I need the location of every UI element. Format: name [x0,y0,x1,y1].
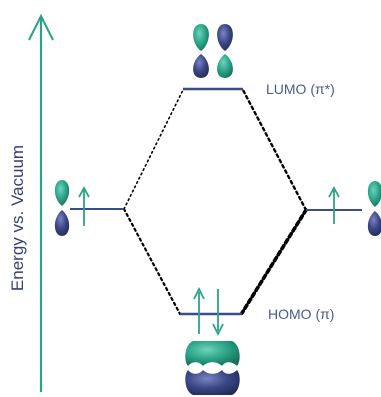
lumo-lobe-top-left [193,24,209,51]
left-p-orbital-lower-lobe [54,210,70,236]
correlation-line-left-lumo [123,89,184,210]
homo-label: HOMO (π) [268,306,334,322]
lumo-orbital: LUMO (π*) [183,24,335,97]
energy-axis-label: Energy vs. Vacuum [8,145,27,291]
homo-electron-down-arrow [212,289,224,337]
homo-lobe-top [185,341,240,366]
correlation-line-right-homo [240,208,308,315]
lumo-orbital-picture [193,24,233,78]
homo-lobe-bottom [185,370,240,395]
energy-axis-arrowhead [28,13,54,41]
right-atom-electron-up-arrow [328,186,340,224]
lumo-lobe-bottom-left [193,54,209,78]
lumo-lobe-bottom-right [217,54,233,78]
right-p-orbital-lower-lobe [367,211,381,236]
right-atomic-orbital [306,181,381,236]
correlation-line-left-homo [122,207,182,316]
lumo-lobe-top-right [217,24,233,51]
homo-electron-up-arrow [193,286,205,334]
left-p-orbital-upper-lobe [54,180,70,206]
lumo-label: LUMO (π*) [266,81,335,97]
energy-axis: Energy vs. Vacuum [8,13,54,392]
homo-orbital-picture [185,341,240,395]
homo-orbital: HOMO (π) [180,286,334,395]
correlation-lines [122,88,308,316]
left-atomic-orbital [54,180,124,236]
right-p-orbital-upper-lobe [367,181,381,207]
left-atom-electron-up-arrow [78,186,90,226]
correlation-line-right-lumo [241,88,308,212]
